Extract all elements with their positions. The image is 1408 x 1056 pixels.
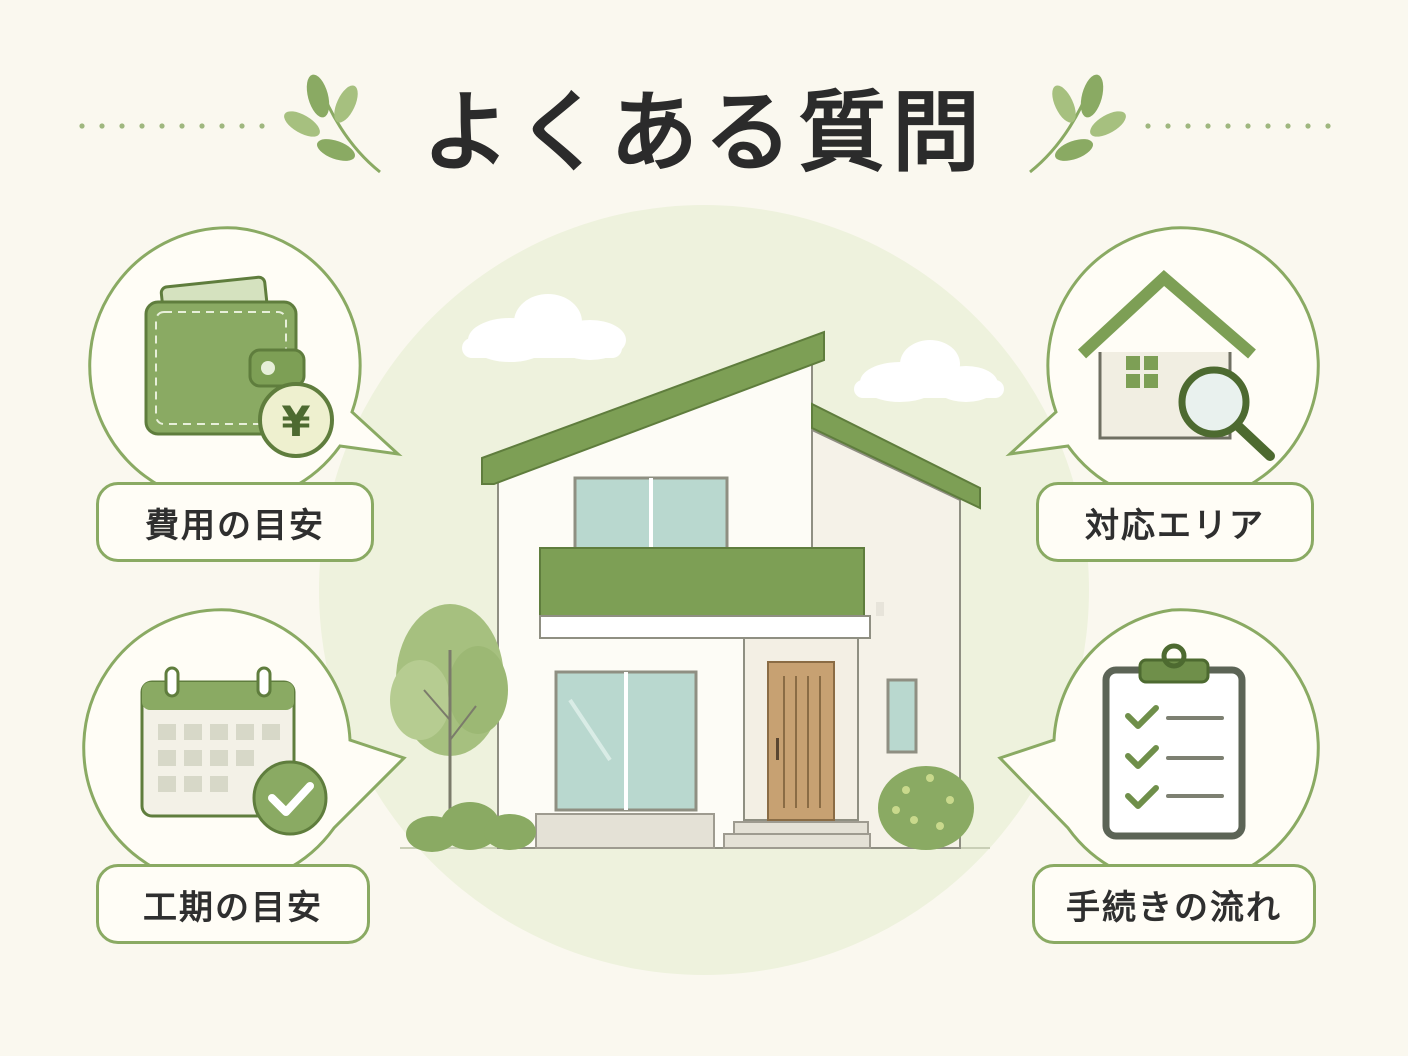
page-title: よくある質問 <box>421 81 986 184</box>
title-dotted-line-right <box>1145 123 1331 129</box>
tree-illustration <box>390 604 508 840</box>
title-dotted-line-left <box>79 123 265 129</box>
faq-item-area[interactable]: 対応エリア <box>1036 482 1314 562</box>
cloud-right <box>854 340 1004 402</box>
house-illustration <box>481 330 981 849</box>
faq-item-cost-label: 費用の目安 <box>145 505 325 546</box>
clipboard-checklist-icon <box>1102 643 1246 840</box>
shrub-right <box>878 766 974 850</box>
leaf-sprig-left-icon <box>284 74 381 174</box>
wallet-yen-icon: ¥ <box>144 275 334 458</box>
faq-item-area-label: 対応エリア <box>1085 505 1265 546</box>
faq-item-schedule-label: 工期の目安 <box>143 887 323 928</box>
calendar-check-icon <box>140 666 328 836</box>
leaf-sprig-right-icon <box>1029 74 1126 174</box>
svg-text:¥: ¥ <box>281 397 310 446</box>
faq-item-procedure[interactable]: 手続きの流れ <box>1032 864 1316 944</box>
faq-item-procedure-label: 手続きの流れ <box>1066 887 1282 928</box>
faq-item-schedule[interactable]: 工期の目安 <box>96 864 370 944</box>
house-search-icon <box>1077 269 1275 461</box>
shrub-left <box>406 802 536 852</box>
faq-item-cost[interactable]: 費用の目安 <box>96 482 374 562</box>
cloud-left <box>462 294 626 362</box>
